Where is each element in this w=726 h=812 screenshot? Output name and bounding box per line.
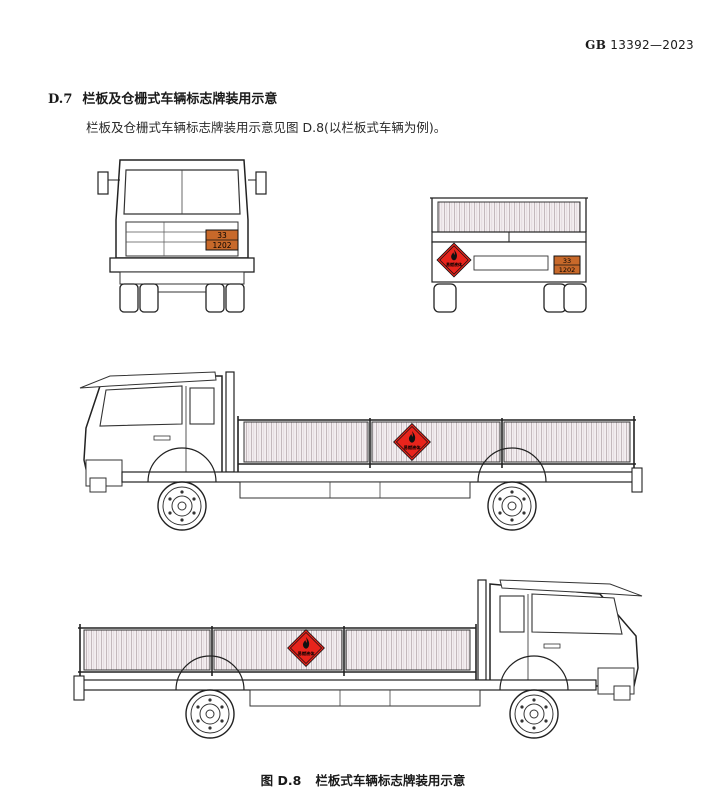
diamond-label-text: 易燃液体 — [404, 444, 422, 451]
plate-un-number: 1202 — [559, 266, 576, 274]
plate-hazard-id: 33 — [563, 257, 571, 265]
truck-rear-view: 易燃液体 33 1202 — [428, 194, 598, 318]
hazard-plate-rear: 33 1202 — [553, 255, 581, 275]
section-title: 栏板及仓栅式车辆标志牌装用示意 — [82, 92, 278, 107]
truck-front-view: 33 1202 — [94, 150, 274, 320]
hazard-diamond-rear: 易燃液体 — [436, 242, 472, 278]
wheel-front — [157, 481, 207, 531]
standard-number: 13392—2023 — [610, 38, 694, 52]
standard-prefix: GB — [585, 38, 607, 52]
standard-code: GB 13392—2023 — [585, 38, 694, 52]
wheel-rear — [185, 689, 235, 739]
section-number: D.7 — [48, 92, 73, 107]
hazard-plate-front: 33 1202 — [205, 229, 239, 251]
diamond-label-text: 易燃液体 — [445, 261, 463, 267]
truck-side-view-left: 易燃液体 — [70, 368, 650, 538]
diamond-label-text: 易燃液体 — [298, 650, 316, 657]
body-paragraph: 栏板及仓栅式车辆标志牌装用示意见图 D.8(以栏板式车辆为例)。 — [86, 120, 447, 135]
figure-caption: 图 D.8 栏板式车辆标志牌装用示意 — [0, 770, 726, 789]
plate-un-number: 1202 — [212, 241, 231, 250]
plate-hazard-id: 33 — [217, 231, 227, 240]
truck-side-view-right: 易燃液体 — [70, 576, 650, 746]
figure-number: 图 D.8 — [260, 773, 302, 788]
figure-title: 栏板式车辆标志牌装用示意 — [315, 773, 466, 788]
hazard-diamond-side-left: 易燃液体 — [393, 423, 431, 461]
wheel-front — [509, 689, 559, 739]
section-heading: D.7 栏板及仓栅式车辆标志牌装用示意 — [48, 88, 277, 107]
wheel-rear — [487, 481, 537, 531]
hazard-diamond-side-right: 易燃液体 — [287, 629, 325, 667]
